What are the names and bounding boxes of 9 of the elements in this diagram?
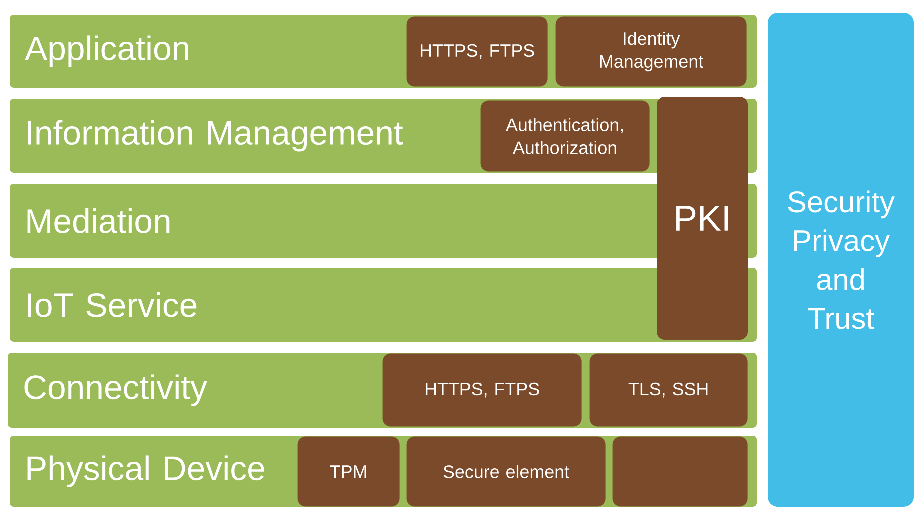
feature-box: HTTPS, FTPS <box>406 16 548 87</box>
feature-box: HTTPS, FTPS <box>382 354 582 427</box>
feature-box: TPM <box>298 436 400 507</box>
feature-box: Identity Management <box>556 16 747 87</box>
feature-box: Authentication, Authorization <box>480 100 650 172</box>
side-panel: Security Privacy and Trust <box>768 13 914 507</box>
feature-box: PKI <box>657 97 748 340</box>
feature-box: TLS, SSH <box>590 354 748 427</box>
feature-box: Secure element <box>406 436 606 507</box>
